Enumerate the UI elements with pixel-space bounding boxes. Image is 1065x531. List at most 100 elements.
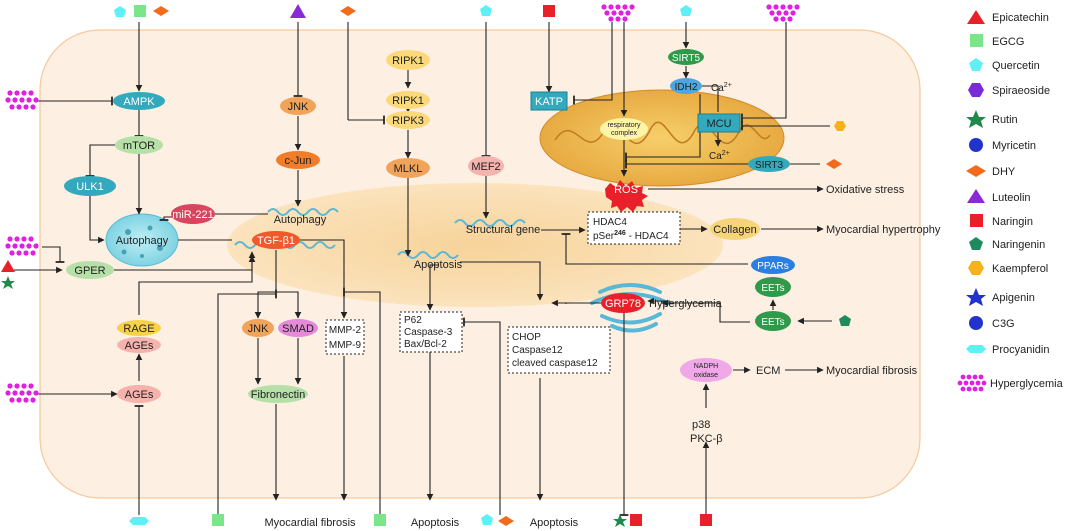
hyperglycemia-dots-icon bbox=[5, 383, 39, 403]
legend-naringenin-icon bbox=[969, 237, 983, 250]
procyanidin-lozenge-icon bbox=[129, 517, 149, 525]
ampk-node: AMPK bbox=[113, 92, 165, 110]
svg-text:RAGE: RAGE bbox=[123, 323, 154, 335]
collagen-node: Collagen bbox=[710, 218, 760, 240]
svg-text:oxidase: oxidase bbox=[694, 372, 718, 379]
legend-luteolin-icon bbox=[967, 189, 985, 203]
luteolin-triangle-icon bbox=[290, 4, 306, 18]
sirt5-node: SIRT5 bbox=[668, 49, 704, 65]
svg-text:pSer246 - HDAC4: pSer246 - HDAC4 bbox=[593, 230, 669, 242]
naringin-square-icon bbox=[630, 514, 642, 526]
ages-lower-node: AGEs bbox=[117, 385, 161, 403]
svg-text:SIRT3: SIRT3 bbox=[755, 160, 784, 171]
svg-text:Fibronectin: Fibronectin bbox=[251, 389, 305, 401]
hyperglycemia-dots-icon bbox=[766, 4, 800, 22]
egcg-square-icon bbox=[212, 514, 224, 526]
quercetin-pentagon-icon bbox=[480, 5, 492, 16]
fibronectin-node: Fibronectin bbox=[248, 385, 308, 403]
mitochondrion bbox=[539, 89, 785, 187]
svg-text:c-Jun: c-Jun bbox=[285, 155, 312, 167]
cjun-node: c-Jun bbox=[276, 151, 320, 169]
legend-apigenin-icon bbox=[966, 288, 986, 306]
svg-text:HDAC4: HDAC4 bbox=[593, 217, 627, 228]
dhy-diamond-icon bbox=[153, 6, 169, 16]
svg-text:MCU: MCU bbox=[706, 118, 731, 130]
rutin-star-icon bbox=[613, 514, 627, 527]
legend-quercetin-icon bbox=[969, 58, 983, 71]
eets-b-node: EETs bbox=[755, 311, 791, 331]
hyperglycemia-dots-icon bbox=[5, 236, 39, 256]
svg-text:JNK: JNK bbox=[288, 101, 309, 113]
legend-epicatechin-icon bbox=[967, 10, 985, 24]
ppars-node: PPARs bbox=[751, 256, 795, 274]
egcg-square-icon bbox=[134, 5, 146, 17]
jnk-top-node: JNK bbox=[280, 97, 316, 115]
legend-rutin-icon bbox=[966, 110, 986, 128]
legend-myricetin-icon bbox=[969, 138, 983, 152]
svg-text:mTOR: mTOR bbox=[123, 140, 155, 152]
naringin-square-icon bbox=[700, 514, 712, 526]
structural-gene-label: Structural gene bbox=[466, 224, 541, 236]
myocardial-fibrosis-right-label: Myocardial fibrosis bbox=[826, 365, 918, 377]
svg-text:cleaved caspase12: cleaved caspase12 bbox=[512, 358, 598, 369]
legend-label: Quercetin bbox=[992, 60, 1040, 72]
svg-text:KATP: KATP bbox=[535, 96, 563, 108]
svg-text:Caspase12: Caspase12 bbox=[512, 345, 563, 356]
hyperglycemia-dots-icon bbox=[601, 4, 635, 22]
legend-label: Naringenin bbox=[992, 239, 1045, 251]
p38-label: p38 bbox=[692, 419, 710, 431]
mcu-node: MCU bbox=[697, 113, 741, 133]
legend-label: Naringin bbox=[992, 216, 1033, 228]
legend-naringin-icon bbox=[970, 214, 983, 227]
svg-text:PPARs: PPARs bbox=[757, 261, 789, 272]
svg-text:MEF2: MEF2 bbox=[471, 161, 500, 173]
compound-markers bbox=[1, 4, 851, 527]
mmp-box: MMP-2 MMP-9 bbox=[325, 319, 365, 355]
myocardial-hypertrophy-label: Myocardial hypertrophy bbox=[826, 224, 941, 236]
hyperglycemia-dots-icon bbox=[5, 90, 39, 110]
svg-text:GPER: GPER bbox=[74, 265, 105, 277]
svg-text:ROS: ROS bbox=[614, 184, 638, 196]
epicatechin-triangle-icon bbox=[1, 260, 15, 272]
svg-text:TGF-β1: TGF-β1 bbox=[257, 235, 295, 247]
svg-text:RIPK1: RIPK1 bbox=[392, 95, 424, 107]
legend-label: Luteolin bbox=[992, 192, 1031, 204]
rage-node: RAGE bbox=[117, 320, 161, 336]
legend: Epicatechin EGCG Quercetin Spiraeoside R… bbox=[957, 10, 1064, 392]
svg-text:P62: P62 bbox=[404, 315, 422, 326]
jnk-low-node: JNK bbox=[242, 319, 274, 337]
nadph-oxidase-node: NADPH oxidase bbox=[680, 358, 732, 382]
svg-text:EETs: EETs bbox=[761, 317, 784, 328]
apoptosis-bottom-a-label: Apoptosis bbox=[411, 517, 460, 529]
legend-label: Kaempferol bbox=[992, 263, 1048, 275]
legend-label: DHY bbox=[992, 166, 1016, 178]
autophagy-center-label: Autophagy bbox=[274, 214, 327, 226]
legend-label: Epicatechin bbox=[992, 12, 1049, 24]
legend-spiraeoside-icon bbox=[968, 83, 984, 97]
idh2-node: IDH2 bbox=[670, 78, 702, 94]
smad-node: SMAD bbox=[278, 319, 318, 337]
mef2-node: MEF2 bbox=[468, 156, 504, 176]
legend-c3g-icon bbox=[969, 316, 983, 330]
mtor-node: mTOR bbox=[115, 136, 163, 154]
dhy-diamond-icon bbox=[826, 159, 842, 169]
svg-text:AGEs: AGEs bbox=[125, 389, 154, 401]
oxidative-stress-label: Oxidative stress bbox=[826, 184, 905, 196]
svg-text:Caspase-3: Caspase-3 bbox=[404, 327, 453, 338]
ros-node: ROS bbox=[605, 180, 648, 212]
legend-hyperglycemia-icon bbox=[957, 374, 987, 392]
svg-text:SMAD: SMAD bbox=[282, 323, 314, 335]
svg-text:AGEs: AGEs bbox=[125, 340, 154, 352]
hyperglycemia-label: Hyperglycemia bbox=[649, 298, 723, 310]
legend-label: Myricetin bbox=[992, 140, 1036, 152]
legend-label: Apigenin bbox=[992, 292, 1035, 304]
legend-label: Spiraeoside bbox=[992, 85, 1050, 97]
svg-text:IDH2: IDH2 bbox=[675, 82, 698, 93]
legend-label: Hyperglycemia bbox=[990, 378, 1064, 390]
naringenin-pentagon-icon bbox=[839, 315, 851, 326]
ripk3-node: RIPK3 bbox=[386, 111, 430, 129]
legend-label: C3G bbox=[992, 318, 1015, 330]
svg-text:MMP-2: MMP-2 bbox=[329, 325, 362, 336]
mir221-node: miR-221 bbox=[171, 204, 215, 224]
